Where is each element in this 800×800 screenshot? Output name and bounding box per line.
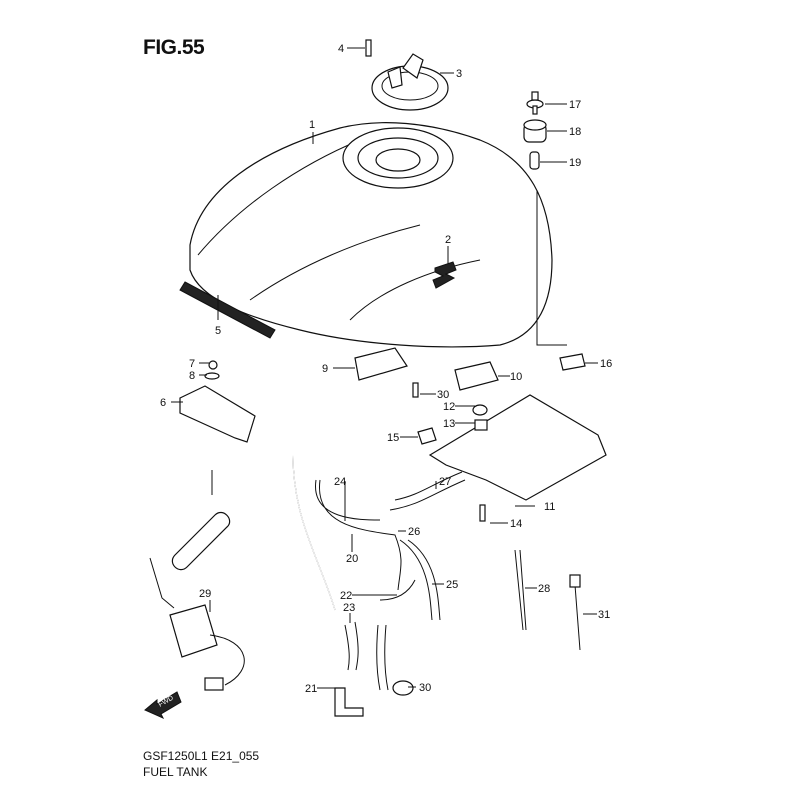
callout-15: 15	[387, 432, 399, 444]
part-bracket-6	[179, 385, 256, 443]
figure-title: FIG.55	[143, 36, 205, 59]
callout-18: 18	[569, 126, 581, 138]
part-connector	[204, 677, 224, 691]
part-cushion-9	[354, 347, 408, 381]
caption: FUEL TANK	[143, 765, 208, 779]
part-bolt-4	[365, 39, 372, 57]
callout-6: 6	[160, 397, 166, 409]
callout-20: 20	[346, 553, 358, 565]
callout-5: 5	[215, 325, 221, 337]
callout-22: 22	[340, 590, 352, 602]
fwd-arrow-icon: FWD	[144, 691, 182, 720]
part-pump-filter	[171, 511, 231, 571]
callout-7: 7	[189, 358, 195, 370]
part-plate-11	[428, 394, 607, 501]
part-fuel-tank[interactable]	[189, 122, 553, 348]
callout-24: 24	[334, 476, 346, 488]
part-bolt-17[interactable]	[526, 91, 544, 115]
callout-17: 17	[569, 99, 581, 111]
callout-21: 21	[305, 683, 317, 695]
callout-labels: 1 2 3 4 5 6 7 8 9 10 11 12 13 14 15 16 1…	[160, 43, 612, 695]
part-strip-5	[179, 281, 276, 339]
callout-14: 14	[510, 518, 522, 530]
callout-26: 26	[408, 526, 420, 538]
part-tie-28	[514, 549, 527, 631]
callout-28: 28	[538, 583, 550, 595]
part-tie-31	[574, 584, 581, 651]
suzuki-emblem	[432, 261, 457, 289]
part-fuel-pump-29	[169, 604, 218, 658]
part-pad-16	[559, 353, 586, 371]
callout-30-cap: 30	[419, 682, 431, 694]
callout-8: 8	[189, 370, 195, 382]
callout-3: 3	[456, 68, 462, 80]
callout-2: 2	[445, 234, 451, 246]
part-cushion-10	[454, 361, 499, 391]
callout-31: 31	[598, 609, 610, 621]
model-code: GSF1250L1 E21_055	[143, 749, 260, 763]
callout-9: 9	[322, 363, 328, 375]
callout-13: 13	[443, 418, 455, 430]
callout-25: 25	[446, 579, 458, 591]
callout-16: 16	[600, 358, 612, 370]
callout-1: 1	[309, 119, 315, 131]
callout-30-bolt: 30	[437, 389, 449, 401]
part-clamp-21	[334, 687, 364, 717]
part-cushion-18[interactable]	[523, 119, 547, 143]
callout-19: 19	[569, 157, 581, 169]
part-cap-30	[392, 680, 414, 696]
callout-23: 23	[343, 602, 355, 614]
callout-27: 27	[439, 476, 451, 488]
callout-11: 11	[544, 501, 555, 513]
callout-4: 4	[338, 43, 344, 55]
part-cushion-15	[417, 427, 437, 445]
callout-29: 29	[199, 588, 211, 600]
part-spacer-19	[529, 151, 540, 170]
callout-12: 12	[443, 401, 455, 413]
callout-10: 10	[510, 371, 522, 383]
part-fuel-cap[interactable]	[371, 53, 449, 111]
